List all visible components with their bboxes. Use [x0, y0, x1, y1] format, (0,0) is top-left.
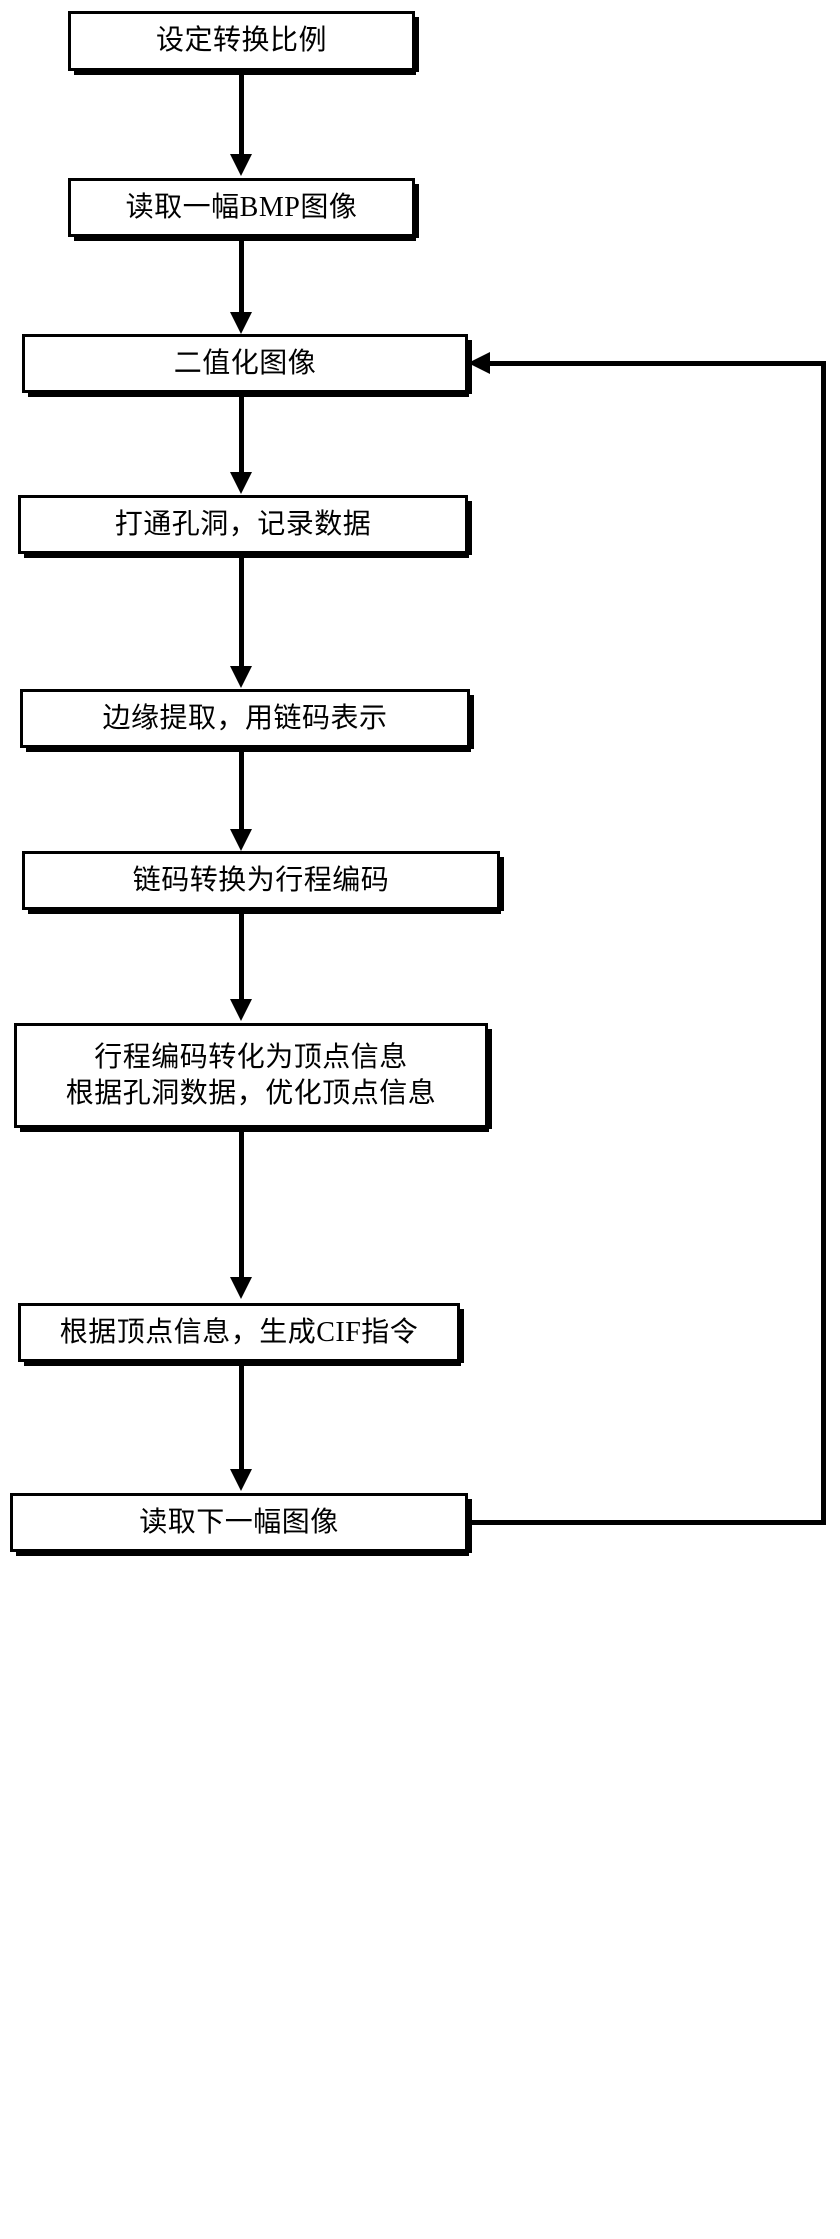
flowchart-node-binarize-image[interactable]: 二值化图像 [22, 334, 472, 397]
flowchart-edge-n1-n2-line [239, 71, 244, 156]
flowchart-node-generate-cif-instructions[interactable]: 根据顶点信息，生成CIF指令 [18, 1303, 464, 1366]
flowchart-feedback-loop-right-segment [821, 361, 826, 1525]
flowchart-node-chaincode-to-runlength[interactable]: 链码转换为行程编码 [22, 851, 504, 914]
flowchart-node-label: 设定转换比例 [155, 25, 327, 57]
flowchart-node-label: 边缘提取，用链码表示 [102, 702, 388, 734]
flowchart-node-label: 链码转换为行程编码 [132, 864, 390, 896]
flowchart-node-open-holes-record-data[interactable]: 打通孔洞，记录数据 [18, 495, 472, 558]
flowchart-node-read-next-image[interactable]: 读取下一幅图像 [10, 1493, 472, 1556]
flowchart-edge-n7-n8-line [239, 1128, 244, 1280]
flowchart-node-label: 打通孔洞，记录数据 [114, 508, 372, 540]
flowchart-edge-n3-n4-arrowhead [230, 472, 252, 494]
flowchart-node-edge-extraction-chain-code[interactable]: 边缘提取，用链码表示 [20, 689, 474, 752]
flowchart-edge-n2-n3-line [239, 237, 244, 317]
flowchart-edge-n2-n3-arrowhead [230, 312, 252, 334]
flowchart-edge-n8-n9-arrowhead [230, 1469, 252, 1491]
flowchart-edge-n7-n8-arrowhead [230, 1277, 252, 1299]
flowchart-node-label: 二值化图像 [173, 347, 317, 379]
flowchart-edge-n5-n6-arrowhead [230, 829, 252, 851]
flowchart-node-read-bmp-image[interactable]: 读取一幅BMP图像 [68, 178, 419, 241]
flowchart-feedback-loop-top-segment [490, 361, 826, 366]
flowchart-edge-n6-n7-arrowhead [230, 999, 252, 1021]
flowchart-node-label: 读取下一幅图像 [139, 1506, 339, 1538]
flowchart-feedback-loop-bottom-segment [468, 1520, 826, 1525]
flowchart-node-label: 行程编码转化为顶点信息 根据孔洞数据，优化顶点信息 [65, 1041, 437, 1109]
flowchart-node-label: 读取一幅BMP图像 [125, 191, 358, 223]
flowchart-edge-n3-n4-line [239, 393, 244, 475]
flowchart-edge-n5-n6-line [239, 748, 244, 832]
flowchart-edge-n1-n2-arrowhead [230, 154, 252, 176]
flowchart-node-label: 根据顶点信息，生成CIF指令 [59, 1316, 419, 1348]
flowchart-edge-n8-n9-line [239, 1362, 244, 1472]
flowchart-feedback-loop-arrowhead [468, 352, 490, 374]
flowchart-node-set-conversion-ratio[interactable]: 设定转换比例 [68, 11, 419, 75]
flowchart-edge-n4-n5-arrowhead [230, 666, 252, 688]
flowchart-edge-n6-n7-line [239, 910, 244, 1002]
flowchart-node-runlength-to-vertex-info[interactable]: 行程编码转化为顶点信息 根据孔洞数据，优化顶点信息 [14, 1023, 492, 1132]
flowchart-edge-n4-n5-line [239, 554, 244, 669]
